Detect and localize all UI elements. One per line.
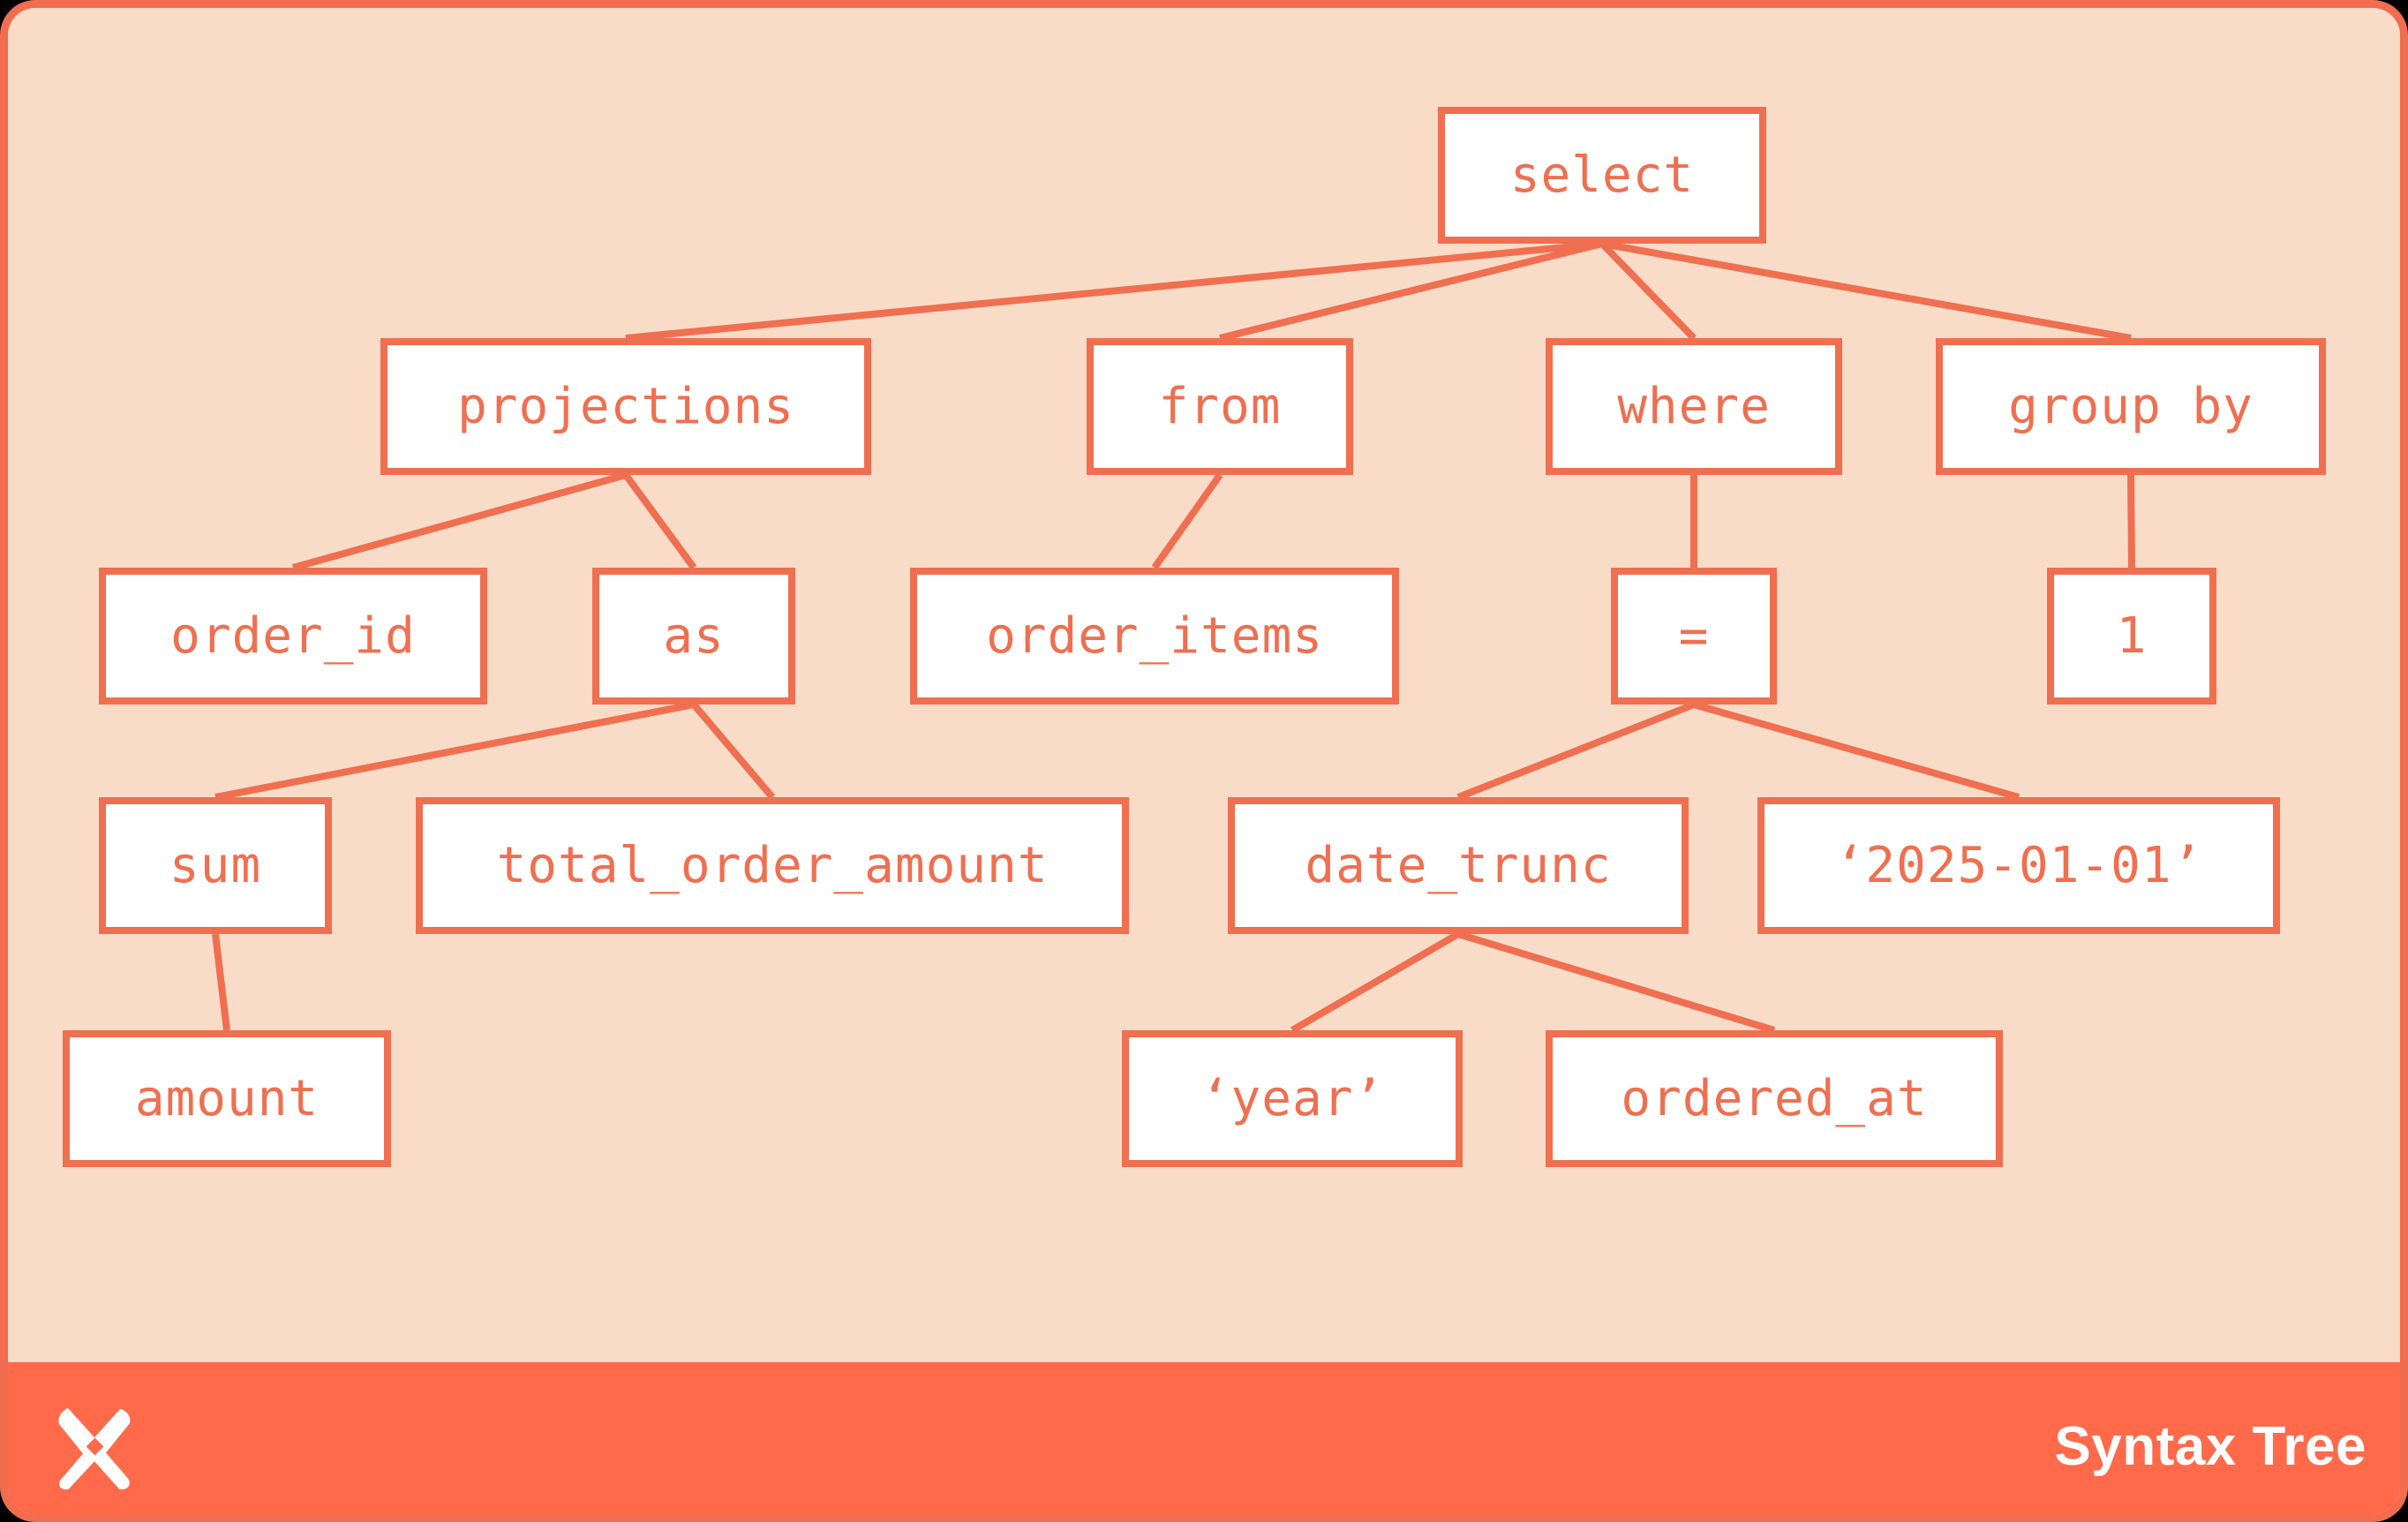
- tree-edge-projections-to-as: [622, 472, 697, 570]
- tree-node-label: ‘year’: [1200, 1069, 1385, 1127]
- tree-node-date_literal[interactable]: ‘2025-01-01’: [1757, 797, 2280, 934]
- tree-node-label: ‘2025-01-01’: [1834, 836, 2203, 894]
- tree-node-date_trunc[interactable]: date_trunc: [1228, 797, 1689, 934]
- footer-title: Syntax Tree: [2054, 1415, 2367, 1477]
- tree-node-label: as: [663, 607, 725, 665]
- tree-node-total_order_amount[interactable]: total_order_amount: [416, 797, 1129, 934]
- tree-node-where[interactable]: where: [1546, 338, 1842, 475]
- tree-node-ordered_at[interactable]: ordered_at: [1546, 1030, 2003, 1167]
- tree-node-order_items[interactable]: order_items: [910, 568, 1399, 704]
- tree-node-select[interactable]: select: [1438, 107, 1766, 244]
- tree-node-label: order_items: [986, 607, 1323, 665]
- tree-node-as[interactable]: as: [592, 568, 795, 704]
- tree-node-label: projections: [457, 377, 794, 435]
- tree-node-one[interactable]: 1: [2047, 568, 2216, 704]
- tree-edge-select-to-where: [1599, 241, 1697, 341]
- tree-node-label: =: [1678, 607, 1710, 665]
- tree-edge-date_trunc-to-ordered_at: [1456, 931, 1776, 1034]
- tree-edge-projections-to-order_id: [291, 471, 628, 571]
- tree-node-label: sum: [169, 836, 262, 894]
- tree-edge-date_trunc-to-year_literal: [1290, 931, 1461, 1034]
- tree-node-label: total_order_amount: [496, 836, 1049, 894]
- tree-edge-as-to-sum: [214, 701, 695, 801]
- tree-node-label: date_trunc: [1305, 836, 1612, 894]
- tree-node-label: select: [1509, 146, 1695, 204]
- tree-edge-select-to-projections: [625, 240, 1603, 342]
- tree-node-amount[interactable]: amount: [63, 1030, 391, 1167]
- tree-node-label: amount: [134, 1069, 320, 1127]
- tree-canvas: select projections from where group by order_…: [8, 8, 2400, 1362]
- tree-node-order_id[interactable]: order_id: [99, 568, 487, 704]
- tree-edge-group_by-to-one: [2127, 474, 2135, 569]
- tree-edge-as-to-total_order_amount: [690, 702, 776, 800]
- tree-edge-select-to-group_by: [1601, 240, 2132, 342]
- tree-node-projections[interactable]: projections: [380, 338, 871, 475]
- tree-edge-sum-to-amount: [212, 933, 230, 1031]
- x-mark-logo-icon: [47, 1398, 142, 1494]
- tree-node-label: order_id: [170, 607, 416, 665]
- tree-edge-eq-to-date_literal: [1692, 701, 2020, 801]
- tree-node-sum[interactable]: sum: [99, 797, 332, 934]
- tree-edge-eq-to-date_trunc: [1456, 701, 1696, 801]
- tree-node-label: ordered_at: [1621, 1069, 1928, 1127]
- footer-bar: Syntax Tree: [8, 1362, 2400, 1514]
- tree-node-label: 1: [2116, 607, 2148, 665]
- tree-node-label: where: [1617, 377, 1771, 435]
- tree-edge-from-to-order_items: [1151, 472, 1223, 570]
- tree-node-from[interactable]: from: [1087, 338, 1353, 475]
- tree-node-year_literal[interactable]: ‘year’: [1122, 1030, 1463, 1167]
- tree-node-label: from: [1158, 377, 1282, 435]
- tree-edge-select-to-from: [1219, 240, 1603, 342]
- tree-node-label: group by: [2008, 377, 2254, 435]
- tree-node-group_by[interactable]: group by: [1936, 338, 2326, 475]
- tree-node-eq[interactable]: =: [1611, 568, 1777, 704]
